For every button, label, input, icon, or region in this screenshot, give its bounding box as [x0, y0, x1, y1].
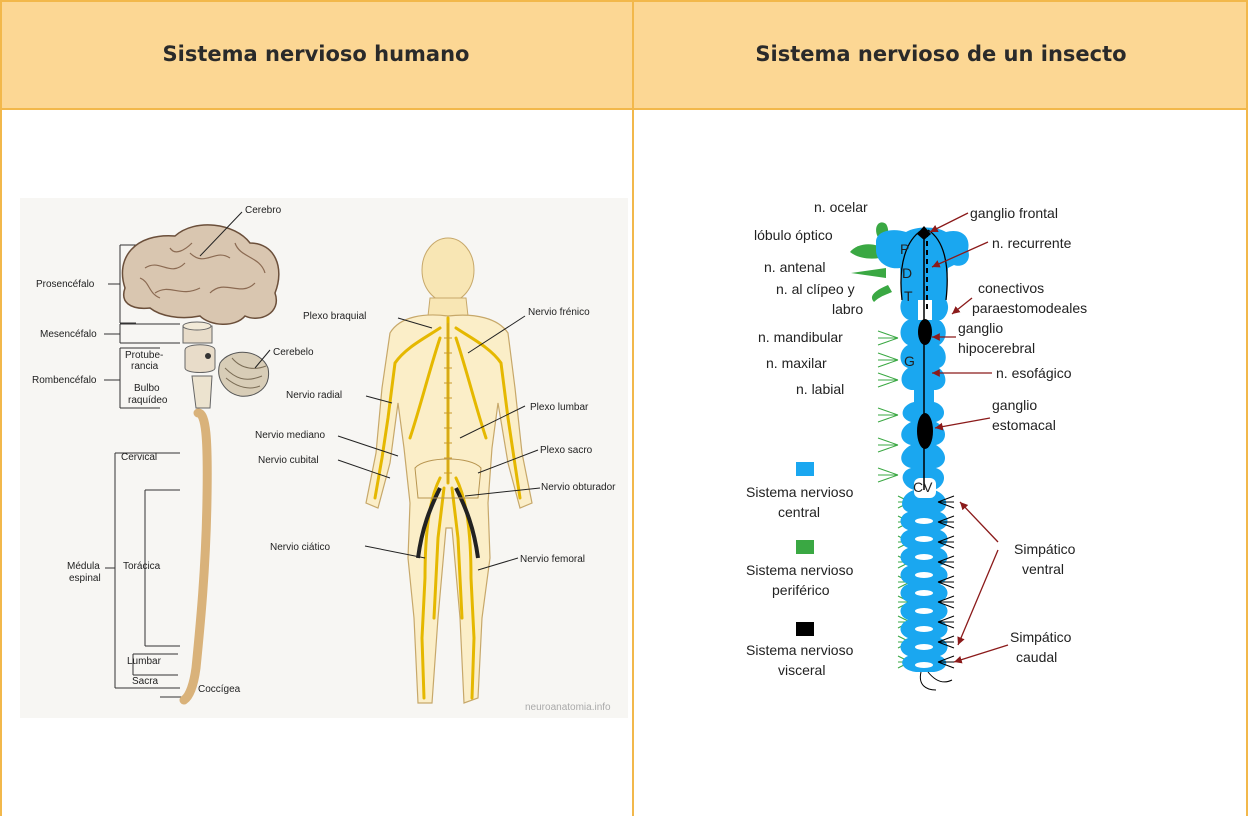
insect-nervous-system-figure: P D T G CV n. ocelar lóbulo óptico n. an… [636, 190, 1244, 700]
label-plexo-braquial: Plexo braquial [303, 311, 366, 322]
column-divider [632, 0, 634, 816]
label-estomacal-1: ganglio [992, 397, 1037, 413]
letter-cv: CV [913, 479, 933, 495]
label-cerebro: Cerebro [245, 205, 282, 216]
legend-swatch-peripheral [796, 540, 814, 554]
label-prosencefalo: Prosencéfalo [36, 279, 95, 290]
label-nervio-frenico: Nervio frénico [528, 307, 590, 318]
legend-central-1: Sistema nervioso [746, 484, 854, 500]
label-mesencefalo: Mesencéfalo [40, 329, 97, 340]
label-nervio-radial: Nervio radial [286, 390, 342, 401]
brain-illustration [122, 225, 278, 408]
header-human: Sistema nervioso humano [0, 0, 632, 108]
header-divider [0, 108, 1248, 110]
label-esofagico: n. esofágico [996, 365, 1072, 381]
label-ganglio-frontal: ganglio frontal [970, 205, 1058, 221]
table-border-left [0, 0, 2, 816]
label-coccigea: Coccígea [198, 684, 241, 695]
legend-central-2: central [778, 504, 820, 520]
legend-visceral-2: visceral [778, 662, 825, 678]
label-mandibular: n. mandibular [758, 329, 843, 345]
label-conectivos-2: paraestomodeales [972, 300, 1087, 316]
label-toracica: Torácica [123, 561, 161, 572]
label-simpatico-caudal-2: caudal [1016, 649, 1057, 665]
label-simpatico-caudal-1: Simpático [1010, 629, 1072, 645]
central-nervous-system [876, 228, 969, 673]
label-protuberancia-2: rancia [131, 361, 159, 372]
table-border-top [0, 0, 1248, 2]
label-hipocerebral-2: hipocerebral [958, 340, 1035, 356]
legend-periferico-1: Sistema nervioso [746, 562, 854, 578]
spinal-cord [184, 413, 207, 700]
label-bulbo-2: raquídeo [128, 395, 168, 406]
label-ocelar: n. ocelar [814, 199, 868, 215]
human-body-illustration [366, 238, 532, 703]
watermark: neuroanatomia.info [525, 702, 611, 713]
label-clipeo-1: n. al clípeo y [776, 281, 855, 297]
label-cervical: Cervical [121, 452, 157, 463]
label-recurrente: n. recurrente [992, 235, 1072, 251]
letter-g: G [904, 353, 915, 369]
header-insect: Sistema nervioso de un insecto [634, 0, 1248, 108]
label-nervio-femoral: Nervio femoral [520, 554, 585, 565]
label-cerebelo: Cerebelo [273, 347, 314, 358]
label-lobulo-optico: lóbulo óptico [754, 227, 833, 243]
human-nervous-system-figure: Cerebro Prosencéfalo Mesencéfalo Rombenc… [20, 198, 628, 718]
label-simpatico-ventral-1: Simpático [1014, 541, 1076, 557]
label-hipocerebral-1: ganglio [958, 320, 1003, 336]
label-maxilar: n. maxilar [766, 355, 827, 371]
label-nervio-ciatico: Nervio ciático [270, 542, 330, 553]
label-nervio-cubital: Nervio cubital [258, 455, 319, 466]
label-plexo-sacro: Plexo sacro [540, 445, 593, 456]
label-plexo-lumbar: Plexo lumbar [530, 402, 589, 413]
label-clipeo-2: labro [832, 301, 863, 317]
letter-p: P [900, 241, 909, 257]
label-rombencefalo: Rombencéfalo [32, 375, 97, 386]
label-estomacal-2: estomacal [992, 417, 1056, 433]
label-nervio-obturador: Nervio obturador [541, 482, 616, 493]
label-lumbar: Lumbar [127, 656, 162, 667]
label-antenal: n. antenal [764, 259, 826, 275]
label-sacra: Sacra [132, 676, 159, 687]
legend-periferico-2: periférico [772, 582, 830, 598]
label-simpatico-ventral-2: ventral [1022, 561, 1064, 577]
label-labial: n. labial [796, 381, 844, 397]
label-conectivos-1: conectivos [978, 280, 1044, 296]
label-protuberancia-1: Protube- [125, 350, 163, 361]
legend-swatch-visceral [796, 622, 814, 636]
label-medula-2: espinal [69, 573, 101, 584]
legend-swatch-central [796, 462, 814, 476]
letter-t: T [904, 288, 913, 304]
legend-visceral-1: Sistema nervioso [746, 642, 854, 658]
legend: Sistema nervioso central Sistema nervios… [746, 462, 854, 678]
letter-d: D [902, 265, 912, 281]
label-bulbo-1: Bulbo [134, 383, 160, 394]
label-medula-1: Médula [67, 561, 100, 572]
label-nervio-mediano: Nervio mediano [255, 430, 325, 441]
